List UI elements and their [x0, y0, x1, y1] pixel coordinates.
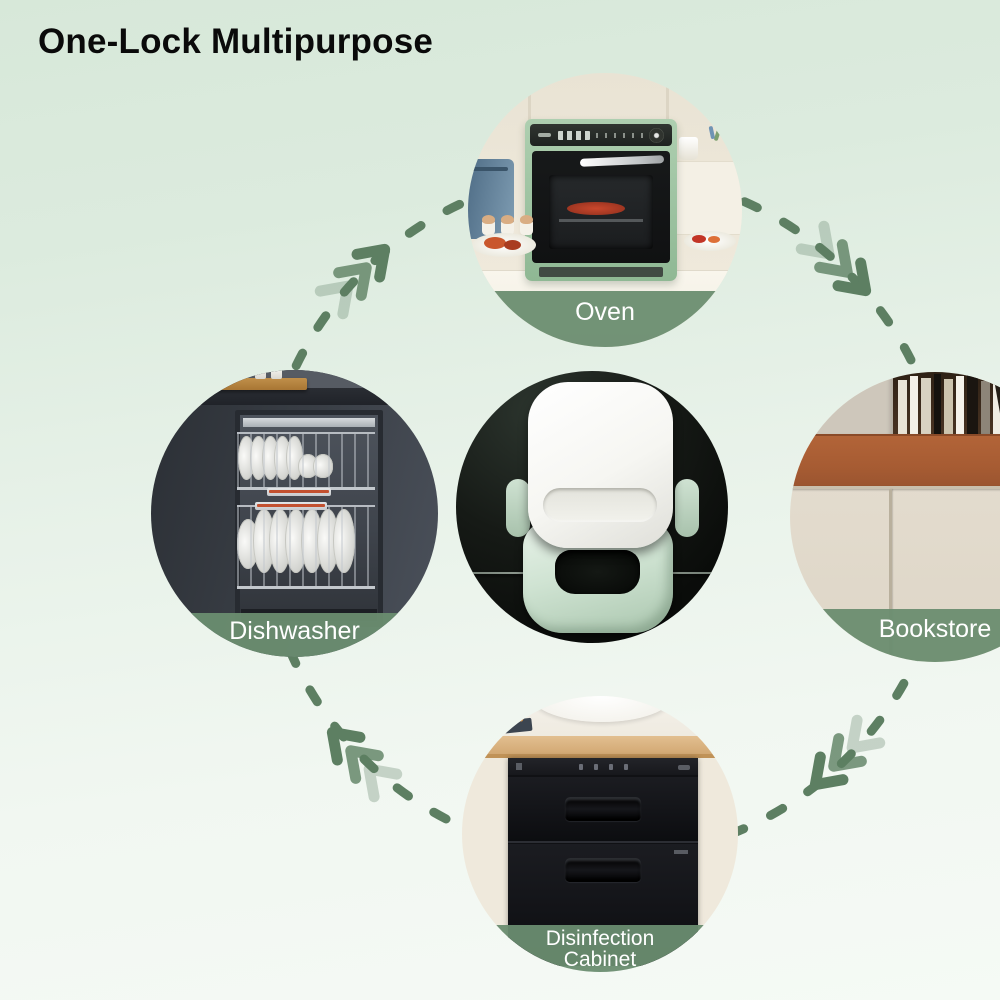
drawer-handle [565, 858, 641, 882]
drawer-handle [565, 797, 641, 821]
oven-touch-buttons [596, 132, 643, 138]
label-oven: Oven [468, 291, 742, 347]
cabinet-control-strip [508, 758, 698, 775]
oven-logo [538, 133, 551, 137]
oven-handle [580, 155, 665, 167]
dark-countertop [151, 388, 438, 405]
disinfection-cabinet-label-text: Disinfection Cabinet [545, 927, 655, 971]
safety-lock-product-circle [456, 371, 728, 643]
clockwise-arrow-icon [326, 726, 403, 803]
book-spines [898, 372, 1000, 436]
lock-white-flap [528, 382, 673, 548]
cutting-board [215, 378, 307, 390]
upper-rack [237, 432, 375, 496]
wood-countertop [462, 736, 738, 758]
oven-door [532, 151, 670, 263]
bookcase-photo-circle: Bookstore [790, 372, 1000, 662]
label-bookstore: Bookstore [790, 609, 1000, 662]
jar [271, 370, 282, 379]
food-plate [472, 233, 536, 257]
lock-press-button [543, 488, 657, 522]
pepper-grinder [207, 370, 216, 379]
upper-drawer [508, 777, 698, 843]
lock-side-tab [506, 479, 530, 537]
oven-label-text: Oven [575, 298, 635, 326]
oven-control-panel [530, 124, 672, 146]
oven-display [558, 130, 590, 140]
lock-side-tab [675, 479, 699, 537]
clockwise-arrow-icon [795, 220, 872, 297]
food-plate [684, 231, 736, 251]
dishwasher-label-text: Dishwasher [229, 617, 360, 645]
oven-photo-circle: Oven [468, 73, 742, 347]
oven-knob [649, 127, 664, 143]
dishwasher-interior [235, 410, 383, 627]
page-title: One-Lock Multipurpose [38, 22, 434, 61]
roasting-food [567, 201, 626, 215]
side-cabinet [674, 161, 742, 235]
lock-handle-opening [555, 550, 640, 594]
black-cabinet [508, 758, 698, 966]
label-disinfection-cabinet: Disinfection Cabinet [462, 925, 738, 972]
label-dishwasher: Dishwasher [151, 613, 438, 657]
oven-window [548, 175, 654, 249]
green-oven [525, 119, 677, 281]
clockwise-arrow-icon [314, 243, 391, 320]
terracotta-shelf [790, 434, 1000, 486]
lower-rack [237, 502, 375, 589]
dishwasher-photo-circle: Dishwasher [151, 370, 438, 657]
cup [679, 137, 698, 160]
bookstore-label-text: Bookstore [878, 615, 992, 643]
jar [255, 370, 266, 379]
clockwise-arrow-icon [809, 714, 886, 791]
disinfection-cabinet-photo-circle: Disinfection Cabinet [462, 696, 738, 972]
cupcakes [482, 215, 533, 235]
